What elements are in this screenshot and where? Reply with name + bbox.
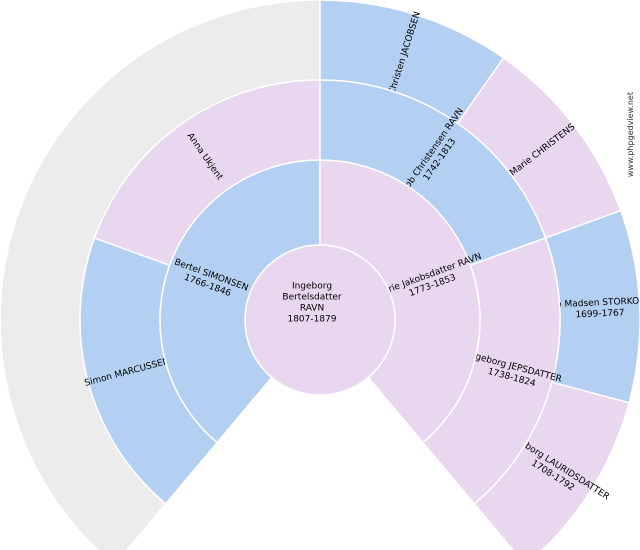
root-label: Bertelsdatter [282, 293, 341, 303]
watermark: www.phpgedview.net [626, 92, 638, 192]
root-label: Ingeborg [292, 282, 332, 292]
ancestor-g3-mff[interactable]: Christen JACOBSEN [319, 0, 505, 125]
watermark-text: www.phpgedview.net [626, 92, 635, 178]
ancestor-label: Jep Madsen STORKORS [547, 296, 640, 311]
root-label: RAVN [300, 304, 324, 314]
ancestor-label: 1699-1767 [575, 308, 624, 320]
root-label: 1807-1879 [287, 315, 336, 325]
ancestor-g2-ff[interactable]: Simon MARCUSSEN [79, 236, 219, 505]
root-circle[interactable] [244, 244, 396, 396]
